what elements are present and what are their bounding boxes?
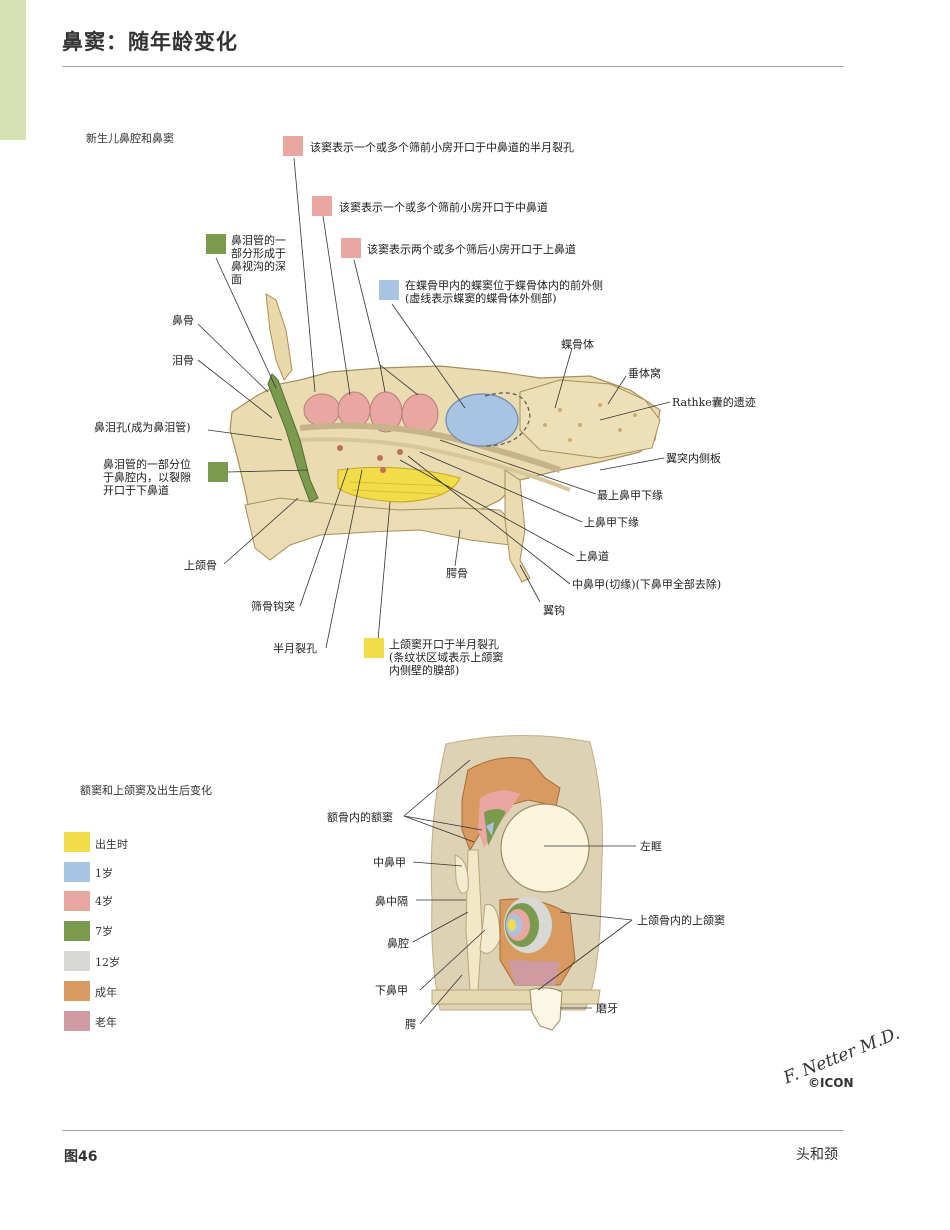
label-uncinate: 筛骨钩突 [251, 600, 295, 613]
top-diagram-title: 新生儿鼻腔和鼻窦 [86, 132, 174, 145]
legend-swatch-12y [64, 951, 90, 971]
label-pterygoid-plate: 翼突内侧板 [666, 452, 721, 465]
pink-swatch-2 [312, 196, 332, 216]
yellow-swatch [364, 638, 384, 658]
publisher-logo: ©ICON [808, 1076, 854, 1090]
page-title: 鼻窦：随年龄变化 [62, 30, 238, 54]
label-nasal-cavity: 鼻腔 [387, 937, 409, 950]
label-nasolacrimal-inside-3: 开口于下鼻道 [103, 484, 169, 497]
legend-label-elderly: 老年 [95, 1016, 117, 1029]
label-nasolacrimal-inside-2: 于鼻腔内，以裂隙 [103, 471, 191, 484]
label-maxillary-opening-1: 上颌窦开口于半月裂孔 [389, 638, 499, 651]
legend-swatch-1y [64, 862, 90, 882]
label-nasolacrimal-foramen: 鼻泪孔(成为鼻泪管) [94, 421, 191, 434]
sphenoid-body-shape [519, 379, 661, 459]
legend-label-adult: 成年 [95, 986, 117, 999]
label-lacrimal-bone: 泪骨 [172, 354, 194, 367]
legend-swatch-adult [64, 981, 90, 1001]
legend-label-1y: 1岁 [95, 867, 113, 880]
frontal-sinus-7y [484, 809, 506, 846]
label-nasal-bone: 鼻骨 [172, 314, 194, 327]
label-hypophyseal-fossa: 垂体窝 [628, 367, 661, 380]
label-palate: 腭 [405, 1018, 416, 1031]
label-nasolacrimal-groove-1: 鼻泪管的一 [231, 234, 286, 247]
label-nasolacrimal-groove-2: 部分形成于 [231, 247, 286, 260]
sphenoid-sinus [445, 393, 519, 447]
ethmoid-cell-2 [337, 391, 371, 429]
label-maxillary-opening-3: 内侧壁的膜部) [389, 664, 460, 677]
label-frontal-sinus: 额骨内的额窦 [327, 811, 393, 824]
label-rathke: Rathke囊的遗迹 [672, 396, 756, 409]
label-sphenoid-sinus-1: 在蝶骨甲内的蝶窦位于蝶骨体内的前外侧 [405, 279, 603, 292]
palate-shape [431, 989, 601, 1005]
label-supreme-concha: 最上鼻甲下缘 [597, 489, 663, 502]
top-leader-lines [197, 157, 671, 649]
label-semilunar-ethmoid: 该窦表示一个或多个筛前小房开口于中鼻道的半月裂孔 [310, 141, 574, 154]
nasal-bone-shape [265, 293, 293, 381]
legend-label-4y: 4岁 [95, 895, 113, 908]
green-swatch-2 [208, 462, 228, 482]
maxillary-sinus-birth [508, 919, 516, 931]
legend-swatch-birth [64, 832, 90, 852]
label-ethmoid-middle-meatus: 该窦表示一个或多个筛前小房开口于中鼻道 [339, 201, 548, 214]
ethmoid-cell-1 [303, 393, 341, 427]
label-maxillary-opening-2: (条纹状区域表示上颌窦 [389, 651, 504, 664]
figure-number: 图46 [64, 1149, 98, 1165]
footer-rule [62, 1130, 844, 1131]
sagittal-section [229, 293, 661, 583]
legend-swatch-elderly [64, 1011, 90, 1031]
legend-swatch-7y [64, 921, 90, 941]
blue-swatch [379, 280, 399, 300]
maxilla-shape [244, 497, 521, 561]
label-superior-meatus: 上鼻道 [576, 550, 609, 563]
coronal-section [430, 734, 603, 1031]
bottom-leader-lines [403, 759, 636, 1025]
frontal-sinus-1y [486, 822, 494, 836]
concha-ridge-2 [299, 437, 571, 492]
section-name: 头和颈 [796, 1147, 838, 1163]
label-inferior-concha: 下鼻甲 [375, 984, 408, 997]
left-orbit-shape [500, 803, 590, 893]
middle-concha-shape [454, 854, 469, 894]
pterygoid-shape [504, 469, 531, 583]
chapter-tab [0, 0, 26, 140]
label-ethmoid-superior-meatus: 该窦表示两个或多个筛后小房开口于上鼻道 [367, 243, 576, 256]
label-left-orbit: 左眶 [640, 840, 662, 853]
label-nasolacrimal-groove-4: 面 [231, 273, 242, 286]
label-nasolacrimal-groove-3: 鼻视沟的深 [231, 260, 286, 273]
label-maxilla: 上颌骨 [184, 559, 217, 572]
molar-shape [529, 987, 563, 1031]
label-nasolacrimal-inside-1: 鼻泪管的一部分位 [103, 458, 191, 471]
label-sphenoid-body: 蝶骨体 [561, 338, 594, 351]
pink-swatch-1 [283, 136, 303, 156]
label-maxillary-sinus: 上颌骨内的上颌窦 [637, 914, 725, 927]
legend-label-12y: 12岁 [95, 956, 120, 969]
legend-label-7y: 7岁 [95, 925, 113, 938]
bottom-diagram-title: 额窦和上颌窦及出生后变化 [80, 784, 212, 797]
label-septum: 鼻中隔 [375, 895, 408, 908]
label-middle-concha-coronal: 中鼻甲 [373, 856, 406, 869]
header-rule [62, 66, 844, 67]
label-semilunar-hiatus: 半月裂孔 [273, 642, 317, 655]
maxillary-sinus-old [508, 960, 560, 985]
label-hamulus: 翼钩 [543, 604, 565, 617]
label-superior-concha: 上鼻甲下缘 [584, 516, 639, 529]
label-palatine: 腭骨 [446, 567, 468, 580]
label-middle-concha: 中鼻甲(切缘)(下鼻甲全部去除) [572, 578, 722, 591]
legend-label-birth: 出生时 [95, 838, 128, 851]
label-molar: 磨牙 [596, 1002, 618, 1015]
legend-swatch-4y [64, 891, 90, 911]
green-swatch-1 [206, 234, 226, 254]
pink-swatch-3 [341, 238, 361, 258]
label-sphenoid-sinus-2: (虚线表示蝶窦的蝶骨体外侧部) [405, 292, 557, 305]
